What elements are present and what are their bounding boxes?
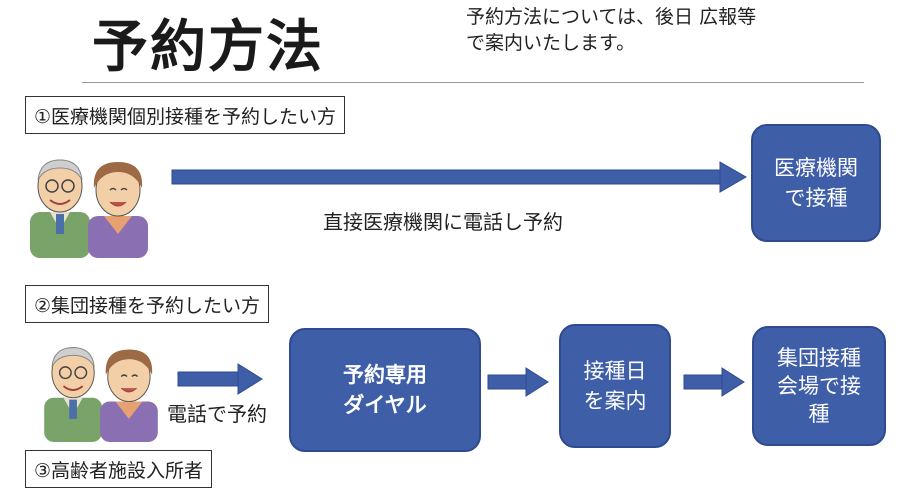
section2-label: ②集団接種を予約したい方 [25,285,270,323]
header-note: 予約方法については、後日 広報等 で案内いたします。 [466,6,757,54]
divider [82,82,864,83]
arrow-to-clinic [171,161,748,193]
arrow-to-venue [683,367,745,397]
arrow-to-dial [177,363,263,395]
section1-label: ①医療機関個別接種を予約したい方 [25,96,346,134]
page-title: 予約方法 [92,15,324,80]
section2-caption: 電話で予約 [167,402,267,426]
arrow-to-date [487,367,549,397]
elderly-couple-icon [44,347,158,442]
section3-label: ③高齢者施設入所者 [25,450,213,488]
dial-box: 予約専用 ダイヤル [289,328,481,452]
clinic-box: 医療機関 で接種 [751,124,881,242]
venue-box: 集団接種 会場で接 種 [752,326,886,446]
elderly-couple-icon [30,159,148,258]
section1-caption: 直接医療機関に電話し予約 [323,210,563,234]
date-box: 接種日 を案内 [559,324,671,448]
